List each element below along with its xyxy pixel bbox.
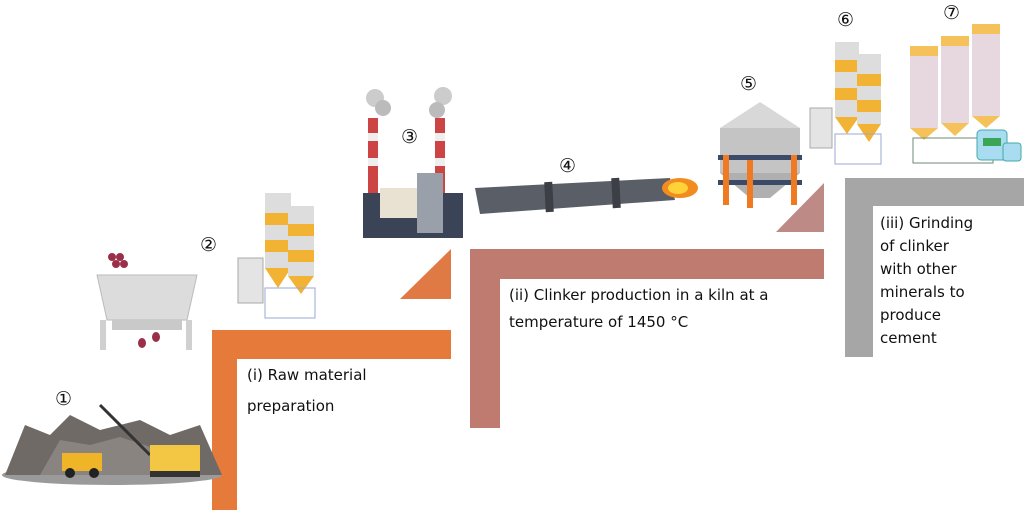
preheater-plant-icon: [363, 87, 463, 238]
stage-2-label-line2: temperature of 1450 °C: [509, 313, 689, 331]
stage-2-step-horizontal: [470, 249, 824, 279]
stage-3-step-horizontal: [845, 178, 1024, 206]
step-marker-3: ③: [401, 126, 419, 148]
raw-mill-silos-icon: [237, 193, 316, 319]
stage-1-label-line1: (i) Raw material: [247, 366, 367, 384]
step-marker-1: ①: [55, 388, 73, 410]
stage-3-label-line: with other: [880, 260, 957, 278]
crusher-icon: [96, 253, 198, 350]
stage-3-label-line: (iii) Grinding: [880, 214, 974, 232]
step-marker-2: ②: [200, 234, 218, 256]
stage-1-arrow-triangle: [400, 249, 451, 299]
rotary-kiln-icon: [475, 177, 698, 214]
stage-3-step-vertical: [845, 178, 873, 357]
step-marker-7: ⑦: [943, 2, 961, 24]
step-marker-5: ⑤: [740, 73, 758, 95]
cement-silos-bags-icon: [910, 24, 1022, 164]
stage-1-step-vertical: [212, 330, 237, 510]
stage-3-label-line: produce: [880, 306, 942, 324]
stage-1-label: (i) Raw material preparation: [247, 362, 367, 420]
stage-3-label: (iii) Grinding of clinker with other min…: [880, 212, 973, 350]
cement-mill-silos-icon: [809, 42, 882, 165]
mining-quarry-icon: [2, 403, 222, 485]
stage-1-label-line2: preparation: [247, 397, 335, 415]
stage-2-label-line1: (ii) Clinker production in a kiln at a: [509, 286, 769, 304]
step-marker-4: ④: [559, 155, 577, 177]
stage-2-label: (ii) Clinker production in a kiln at a t…: [509, 282, 768, 336]
stage-3-label-line: of clinker: [880, 237, 949, 255]
stage-3-label-line: minerals to: [880, 283, 965, 301]
stage-1-step-horizontal: [212, 330, 451, 359]
stage-2-arrow-triangle: [776, 183, 824, 232]
clinker-cooler-silo-icon: [718, 102, 802, 208]
stage-3-label-line: cement: [880, 329, 937, 347]
step-marker-6: ⑥: [837, 9, 855, 31]
